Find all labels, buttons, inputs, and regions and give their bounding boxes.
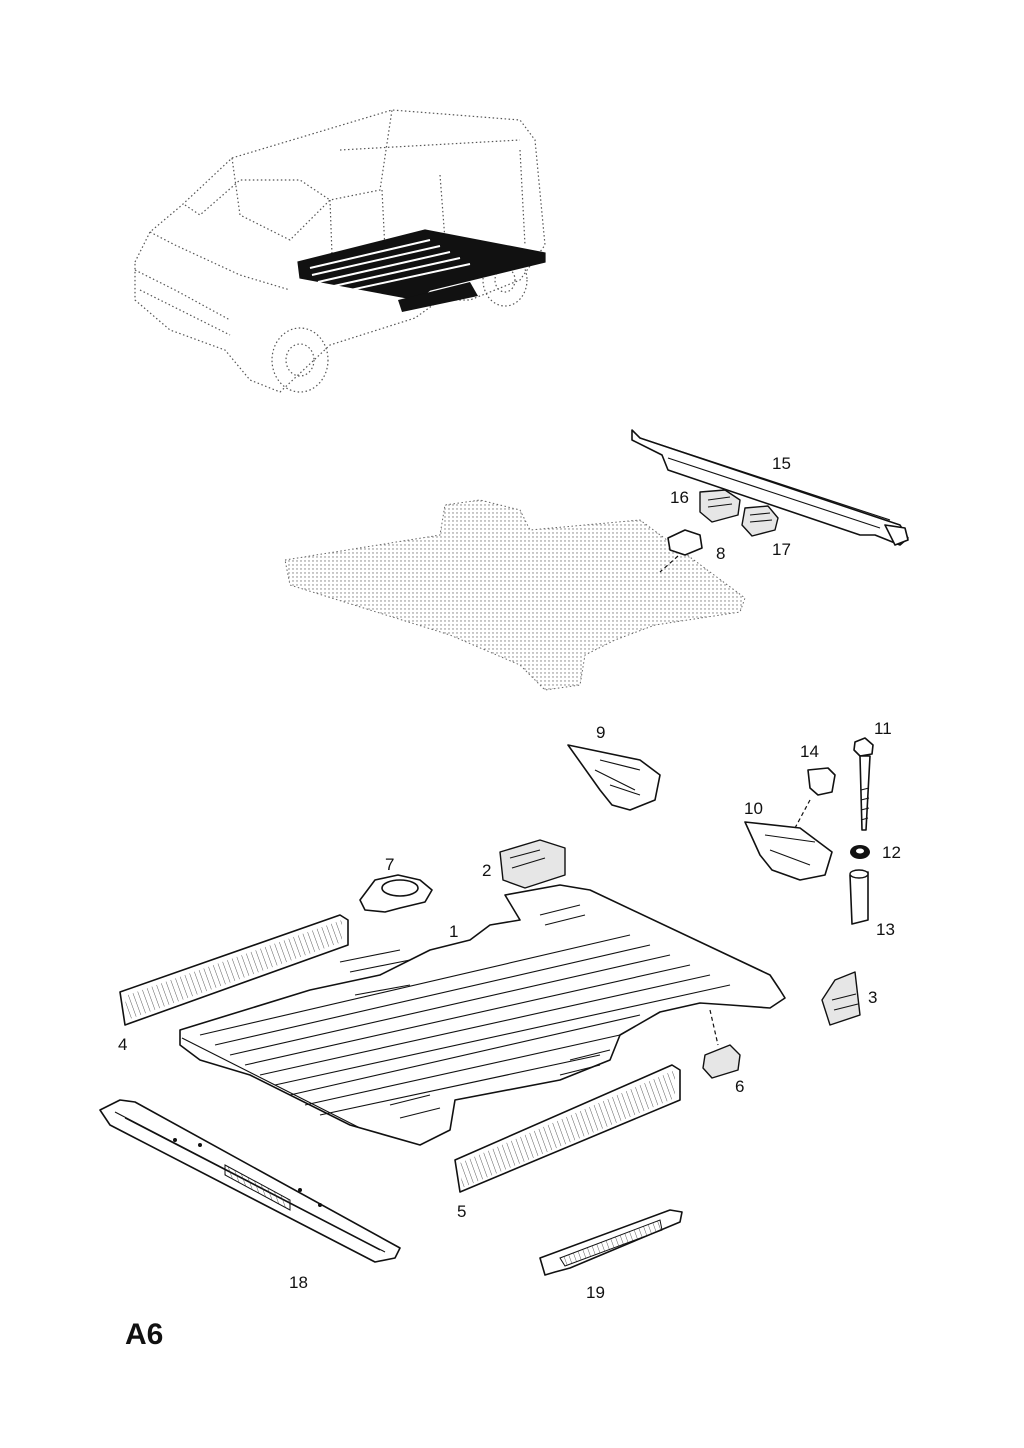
part-18-cross-member <box>99 1099 401 1263</box>
part-3-bracket <box>821 971 861 1026</box>
highlighted-floor <box>297 229 546 312</box>
part-4-side-sill <box>119 914 349 1026</box>
part-14-clip <box>807 767 836 796</box>
part-12-washer <box>850 845 870 859</box>
part-1-floor-panel <box>179 884 786 1146</box>
part-5-side-sill <box>454 1064 681 1193</box>
part-9-bracket <box>567 744 661 811</box>
page-code: A6 <box>125 1318 164 1351</box>
callout-6: 6 <box>735 1077 744 1096</box>
callout-7: 7 <box>385 855 394 874</box>
part-16-mount <box>699 489 741 523</box>
part-10-bracket <box>744 799 833 881</box>
callout-19: 19 <box>586 1283 605 1302</box>
floor-silhouette-dotted <box>284 499 746 691</box>
part-11-bolt <box>853 737 874 831</box>
van-overview <box>134 109 546 393</box>
callout-3: 3 <box>868 988 877 1007</box>
callout-2: 2 <box>482 861 491 880</box>
part-7-tie-down-ring <box>359 874 433 913</box>
callout-11: 11 <box>874 719 892 738</box>
callout-14: 14 <box>800 742 819 761</box>
part-13-spacer-tube <box>849 869 869 925</box>
callout-13: 13 <box>876 920 895 939</box>
callout-1: 1 <box>449 922 458 941</box>
callout-17: 17 <box>772 540 791 559</box>
callout-4: 4 <box>118 1035 127 1054</box>
callout-10: 10 <box>744 799 763 818</box>
callout-12: 12 <box>882 843 901 862</box>
part-8-bracket <box>659 529 703 573</box>
part-2-bracket <box>499 839 566 889</box>
callout-9: 9 <box>596 723 605 742</box>
part-19-cross-member <box>539 1209 683 1276</box>
part-15-cross-member <box>631 429 909 546</box>
callout-16: 16 <box>670 488 689 507</box>
callout-15: 15 <box>772 454 791 473</box>
callout-5: 5 <box>457 1202 466 1221</box>
callout-8: 8 <box>716 544 725 563</box>
callout-18: 18 <box>289 1273 308 1292</box>
part-17-mount <box>741 505 779 537</box>
part-6-clip <box>702 1009 741 1079</box>
